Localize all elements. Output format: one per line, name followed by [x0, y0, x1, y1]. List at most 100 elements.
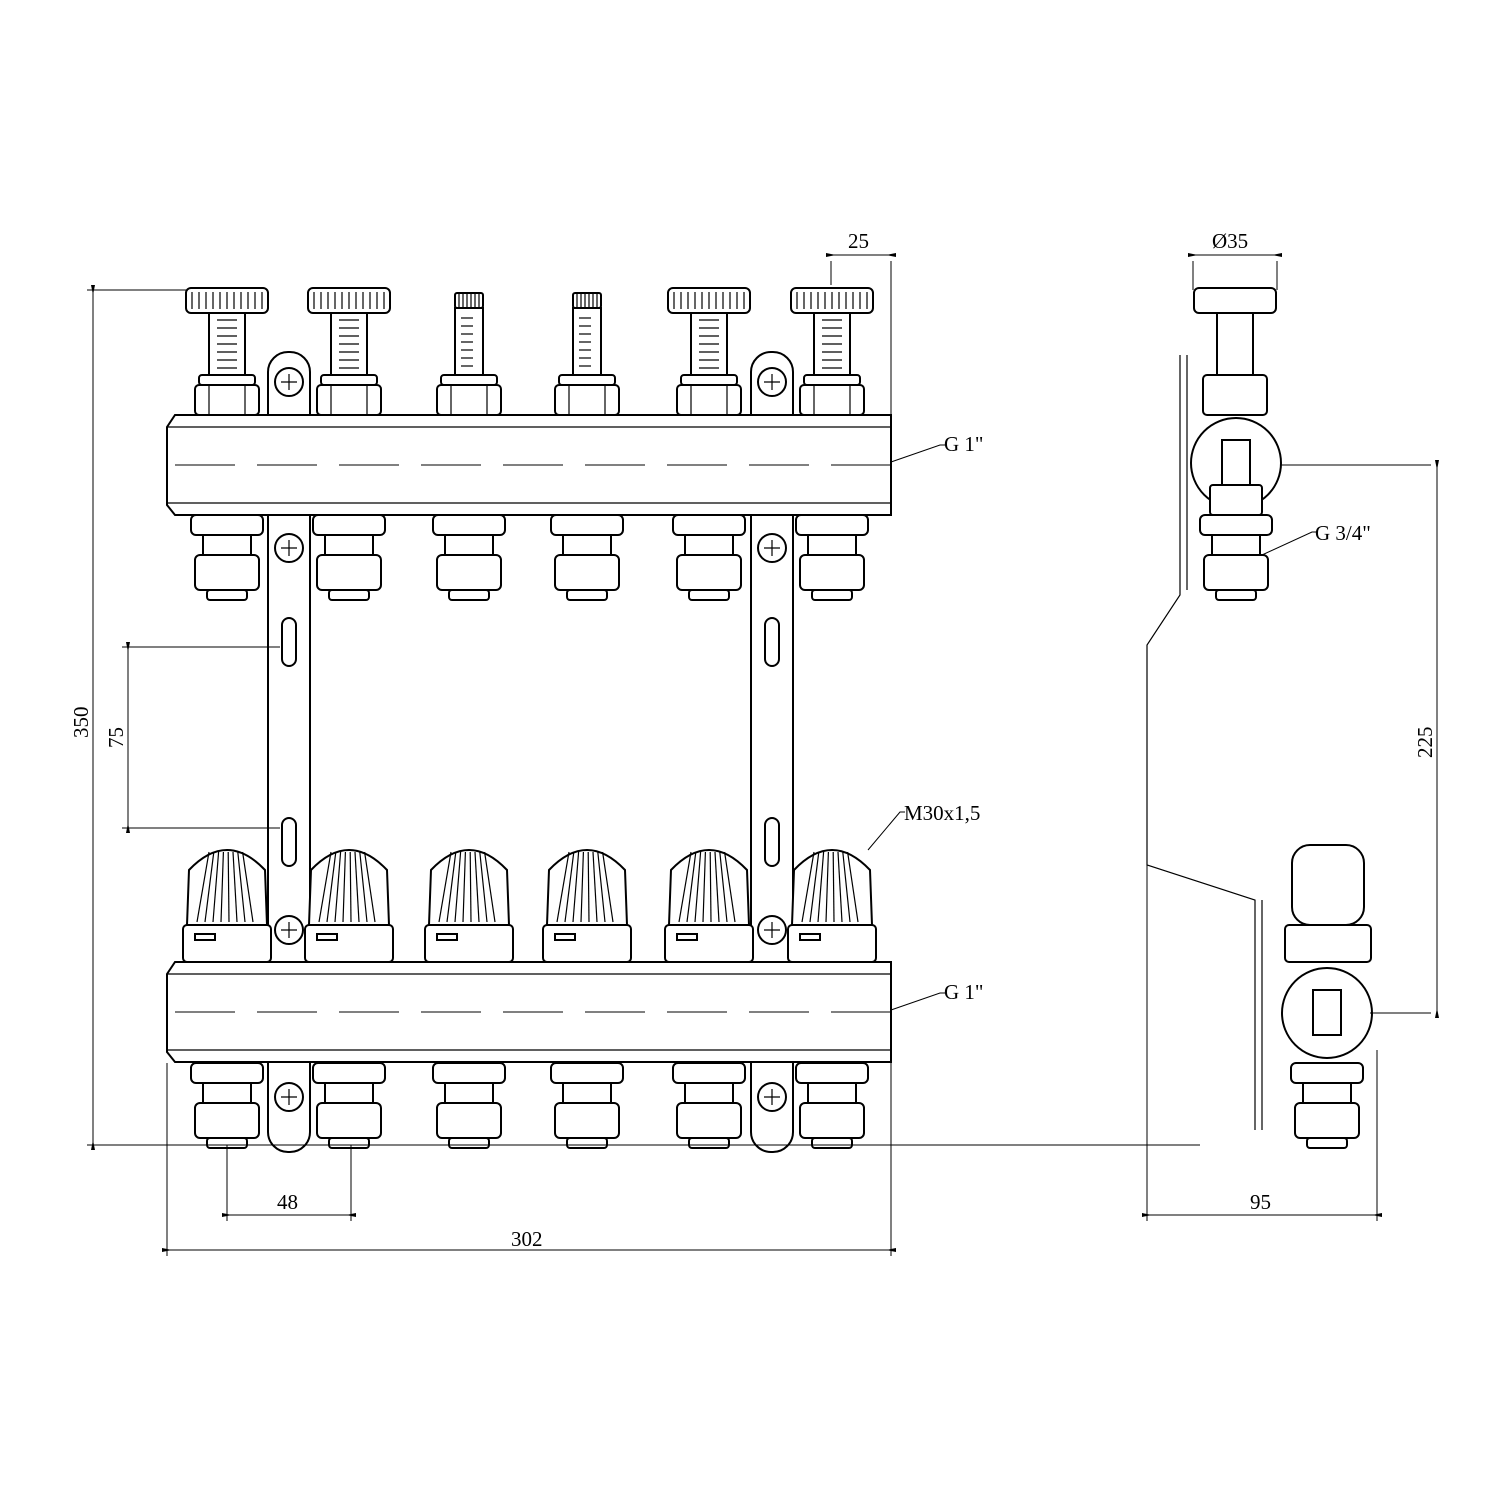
cap-rib [564, 851, 575, 923]
leader-line [867, 811, 905, 851]
cap-rib [446, 851, 457, 923]
cap-rib [474, 851, 480, 923]
cap-rib [237, 851, 246, 923]
cap-rib [842, 851, 851, 923]
outlet-nut [190, 1062, 264, 1084]
cap-rib [597, 851, 606, 923]
cap-rib [227, 851, 230, 923]
fitting-tip [448, 589, 490, 601]
thermostatic-valve-3 [424, 849, 514, 1149]
outlet-nut [795, 1062, 869, 1084]
screw-icon [757, 915, 787, 945]
fitting-tip [688, 589, 730, 601]
return-manifold [166, 961, 892, 1063]
flowmeter-6 [790, 287, 874, 601]
valve-base [542, 924, 632, 963]
cap-rib [817, 851, 825, 923]
flowmeter-collar [680, 374, 738, 386]
side-view [1146, 287, 1373, 1149]
flowmeter-nut [194, 384, 260, 416]
fitting-tip [811, 1137, 853, 1149]
compression-fitting [436, 554, 502, 591]
valve-indicator [554, 933, 576, 941]
outlet-neck [324, 1082, 374, 1104]
outlet-neck [1302, 1082, 1352, 1104]
outlet-neck [807, 534, 857, 556]
valve-indicator [676, 933, 698, 941]
flowmeter-collar [320, 374, 378, 386]
bracket-slot [764, 617, 780, 667]
cap-rib [686, 851, 697, 923]
side-bracket [1146, 355, 1256, 1130]
flowmeter-2 [307, 287, 391, 601]
cap-rib [342, 851, 346, 923]
side-return-stem [1312, 989, 1342, 1036]
outlet-nut [795, 514, 869, 536]
side-valve-stem [1221, 439, 1251, 486]
outlet-neck [444, 534, 494, 556]
cap-rib [602, 851, 614, 923]
label-top-thread: G 1" [944, 432, 984, 456]
outlet-neck [562, 534, 612, 556]
compression-fitting [316, 1102, 382, 1139]
compression-fitting [799, 1102, 865, 1139]
fitting-tip [328, 589, 370, 601]
side-flowmeter-knob [1193, 287, 1277, 314]
cap-rib [678, 851, 692, 923]
outlet-nut [1199, 514, 1273, 536]
outlet-nut [672, 1062, 746, 1084]
cap-rib [326, 851, 337, 923]
fitting-tip [448, 1137, 490, 1149]
valve-base [787, 924, 877, 963]
thermostatic-valve-1 [182, 849, 272, 1149]
screw-icon [757, 367, 787, 397]
cap-rib [587, 851, 590, 923]
cap-rib [832, 851, 835, 923]
side-flowmeter-nut [1202, 374, 1268, 416]
thermostatic-valve-2 [304, 849, 394, 1149]
cap-rib [242, 851, 254, 923]
cap-rib [714, 851, 720, 923]
flowmeter-collar [440, 374, 498, 386]
cap-rib [724, 851, 736, 923]
bracket-slot [281, 617, 297, 667]
outlet-nut [190, 514, 264, 536]
outlet-neck [1211, 534, 1261, 556]
fitting-tip [1215, 589, 1257, 601]
screw-icon [274, 367, 304, 397]
fitting-tip [1306, 1137, 1348, 1149]
screw-cross [764, 1089, 780, 1105]
leader-line [890, 444, 945, 463]
fitting-tip [328, 1137, 370, 1149]
leader-line [1261, 531, 1317, 556]
outlet-neck [202, 1082, 252, 1104]
flowmeter-nut [436, 384, 502, 416]
compression-fitting [194, 554, 260, 591]
cap-rib [592, 851, 598, 923]
outlet-nut [550, 1062, 624, 1084]
screw-icon [274, 915, 304, 945]
dim-depth: 95 [1250, 1190, 1271, 1214]
cap-rib [837, 851, 843, 923]
cap-rib [359, 851, 368, 923]
outlet-neck [202, 534, 252, 556]
screw-cross [281, 1089, 297, 1105]
screw-cross [764, 922, 780, 938]
compression-fitting [799, 554, 865, 591]
flowmeter-4 [550, 292, 624, 601]
dim-overall-height: 350 [69, 707, 93, 739]
outlet-nut [672, 514, 746, 536]
compression-fitting [1203, 554, 1269, 591]
outlet-nut [1290, 1062, 1364, 1084]
dim-end-offset: 25 [848, 229, 869, 253]
label-valve-thread: M30x1,5 [904, 801, 980, 825]
valve-indicator [194, 933, 216, 941]
thermostatic-valve-5 [664, 849, 754, 1149]
screw-cross [281, 540, 297, 556]
cap-rib [454, 851, 462, 923]
side-valve-body [1209, 484, 1263, 516]
flowmeter-nut [316, 384, 382, 416]
cap-rib [479, 851, 488, 923]
cap-rib [719, 851, 728, 923]
